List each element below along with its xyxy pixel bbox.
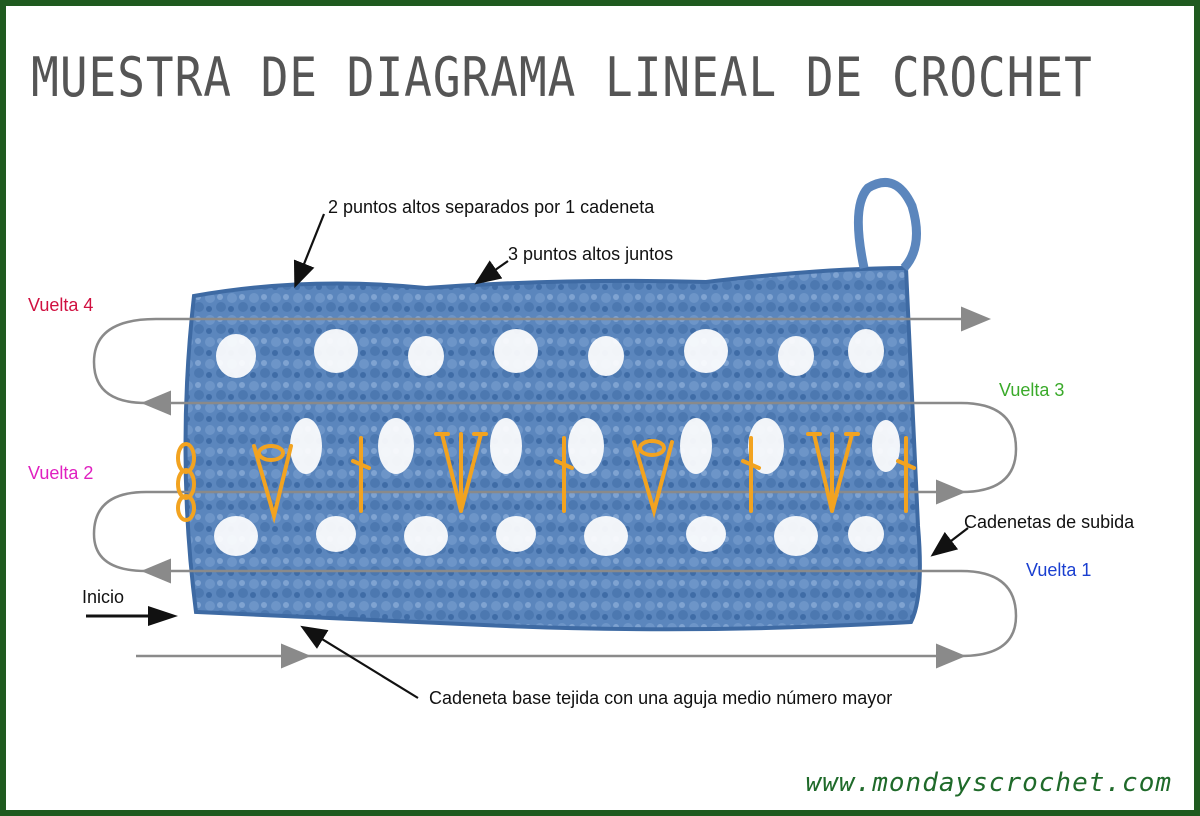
- row-path-arrows: [92, 306, 1018, 669]
- yarn-swatch: [183, 178, 922, 632]
- row-label-1: Vuelta 1: [1026, 560, 1092, 580]
- diagram-title: MUESTRA DE DIAGRAMA LINEAL DE CROCHET: [31, 45, 1093, 109]
- row-label-2: Vuelta 2: [28, 463, 94, 483]
- annotation-two-dc: 2 puntos altos separados por 1 cadeneta: [328, 197, 655, 217]
- stitch-symbols: [176, 432, 916, 524]
- annotation-turning-chain: Cadenetas de subida: [964, 512, 1135, 532]
- website-watermark: www.mondayscrochet.com: [805, 768, 1172, 798]
- annotation-foundation: Cadeneta base tejida con una aguja medio…: [429, 688, 893, 708]
- annotation-start: Inicio: [82, 587, 125, 607]
- row-label-4: Vuelta 4: [28, 295, 94, 315]
- crochet-swatch-diagram: [86, 178, 1018, 699]
- row-label-3: Vuelta 3: [999, 380, 1065, 400]
- annotation-three-dc: 3 puntos altos juntos: [508, 244, 674, 264]
- start-arrow: [86, 606, 178, 626]
- annotation-pointers: [293, 213, 969, 699]
